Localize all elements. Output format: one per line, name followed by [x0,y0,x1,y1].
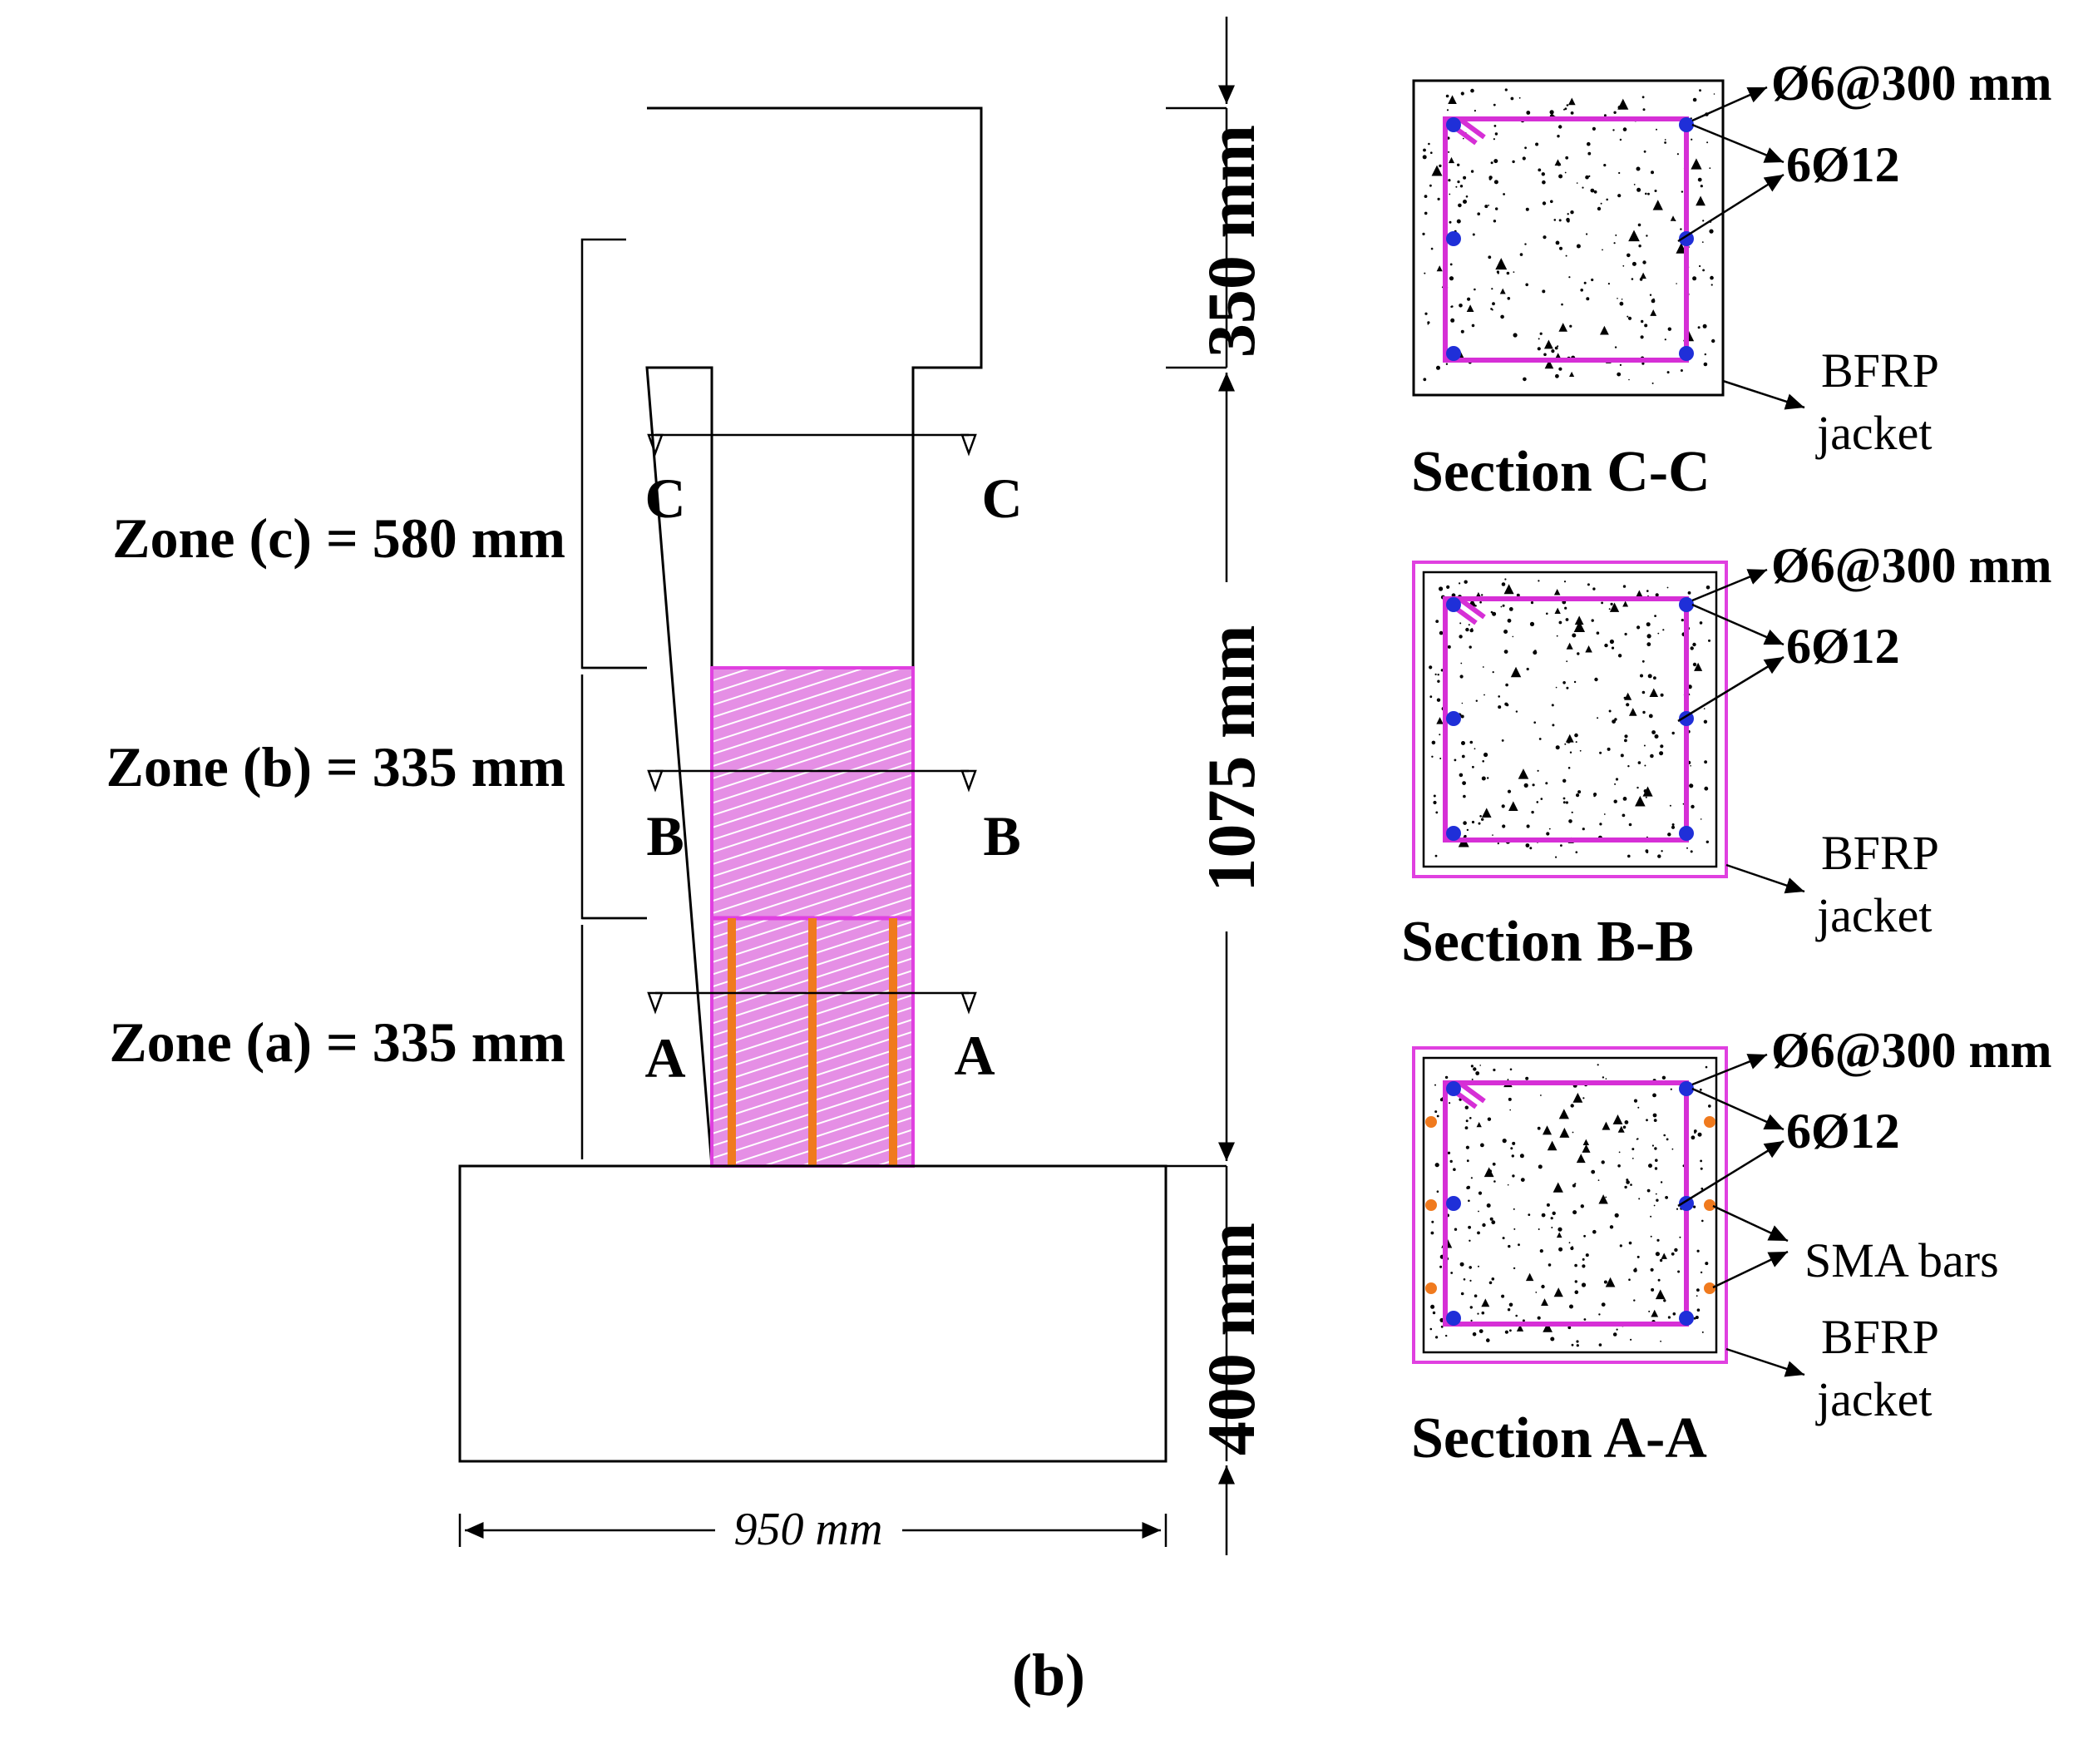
section-title: Section C-C [1411,440,1710,504]
stirrup-label: Ø6@300 mm [1771,56,2051,111]
jacket-label-1: BFRP [1821,826,1939,880]
section-mark-a-right: A [954,1024,995,1087]
section-mark-c-right: C [981,467,1022,530]
zone-c-label: Zone (c) = 580 mm [112,506,565,570]
aggregate-speckle [1429,1064,1711,1347]
jacket-label-1: BFRP [1821,1310,1939,1364]
section-mark-a-left: A [644,1026,685,1090]
jacket-label-1: BFRP [1821,343,1939,398]
section-title: Section A-A [1411,1406,1707,1470]
vertical-dimensions [1166,17,1235,1555]
jacket-label-2: jacket [1815,888,1932,942]
section-aa: Ø6@300 mm 6Ø12 SMA bars BFRP jacket Sect… [1411,1023,2051,1470]
sma-bars [1425,1116,1715,1294]
section-cc: Ø6@300 mm 6Ø12 BFRP jacket Section C-C [1411,56,2051,504]
jacket-label-2: jacket [1815,406,1932,460]
zone-brackets [580,238,647,1159]
rebar-label: 6Ø12 [1786,619,1900,674]
zone-a-label: Zone (a) = 335 mm [109,1010,565,1074]
stirrup-label: Ø6@300 mm [1771,1023,2051,1078]
sma-label: SMA bars [1804,1233,1999,1287]
width-dimension [458,1514,1167,1547]
jacket-label-2: jacket [1815,1372,1932,1426]
section-mark-b-left: B [646,804,684,867]
dim-400: 400 mm [1193,1223,1269,1455]
dim-350: 350 mm [1193,125,1269,358]
section-mark-b-right: B [983,804,1020,867]
dim-1075: 1075 mm [1193,625,1269,892]
section-cut-a [647,991,977,1015]
section-cut-b [647,769,977,793]
stirrup-label: Ø6@300 mm [1771,538,2051,593]
section-cut-c [647,433,977,457]
section-title: Section B-B [1401,910,1694,974]
rebars [1446,117,1694,361]
rebars [1446,597,1694,841]
dim-950: 950 mm [734,1504,883,1555]
rebar-label: 6Ø12 [1786,137,1900,192]
section-mark-c-left: C [644,467,685,530]
figure-label: (b) [1012,1642,1085,1708]
column-elevation: C C B B A A [458,106,1227,1463]
section-bb: Ø6@300 mm 6Ø12 BFRP jacket Section B-B [1401,538,2051,974]
zone-b-label: Zone (b) = 335 mm [106,735,566,798]
rebar-label: 6Ø12 [1786,1104,1900,1159]
footing-block [458,1164,1167,1463]
